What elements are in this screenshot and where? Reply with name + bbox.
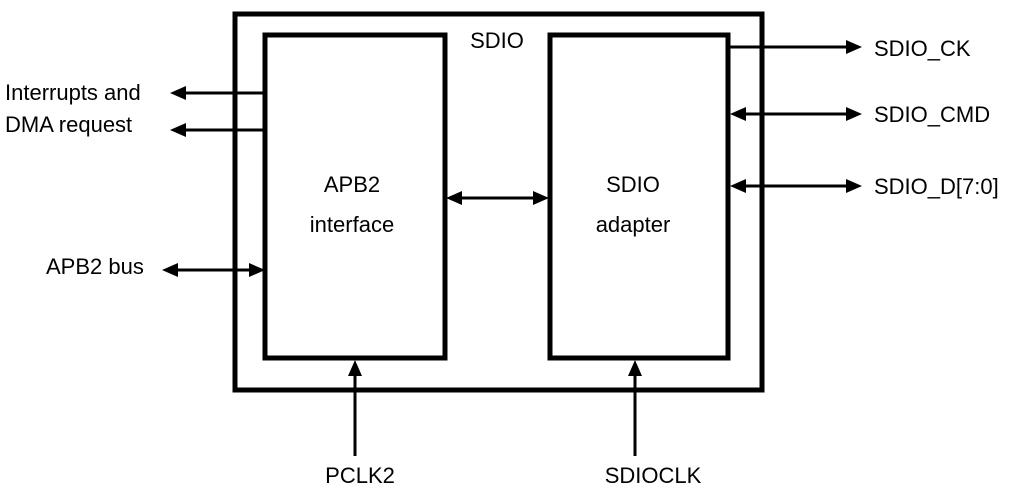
sdio-cmd-arrow — [730, 107, 862, 121]
interrupts-arrow — [170, 86, 265, 100]
pclk2-arrow — [348, 360, 362, 456]
sdio-adapter-block — [547, 32, 731, 361]
sdio-d-arrow — [730, 179, 862, 193]
sdio-outer-title: SDIO — [470, 28, 524, 53]
sdio-ck-label: SDIO_CK — [874, 36, 971, 61]
sdio-cmd-label: SDIO_CMD — [874, 102, 990, 127]
apb2-interface-label-line1: APB2 — [324, 172, 380, 197]
dma-request-label: DMA request — [5, 112, 132, 137]
internal-bus-arrow — [446, 191, 549, 205]
interrupts-label: Interrupts and — [5, 80, 141, 105]
apb2-interface-label-line2: interface — [310, 212, 394, 237]
sdioclk-arrow — [628, 360, 642, 456]
sdio-ck-arrow — [730, 40, 862, 54]
sdio-adapter-label-line2: adapter — [596, 212, 671, 237]
sdio-adapter-label-line1: SDIO — [606, 172, 660, 197]
apb2-bus-label: APB2 bus — [46, 254, 144, 279]
sdio-d-label: SDIO_D[7:0] — [874, 174, 999, 199]
sdio-outer-block — [232, 11, 765, 393]
apb2-bus-arrow — [162, 263, 265, 277]
sdioclk-label: SDIOCLK — [605, 463, 702, 488]
apb2-interface-block — [262, 32, 448, 361]
pclk2-label: PCLK2 — [325, 463, 395, 488]
dma-request-arrow — [170, 123, 265, 137]
